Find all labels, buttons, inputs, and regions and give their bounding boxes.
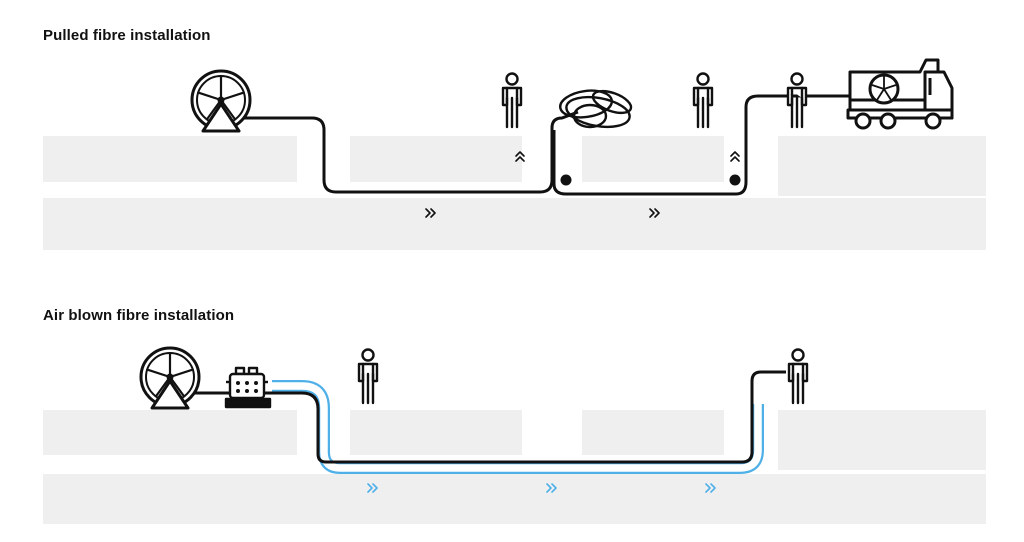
air-blown-diagram	[43, 346, 986, 524]
ground-block	[43, 410, 297, 455]
chevron-up-icon	[730, 151, 740, 162]
ground-block	[778, 136, 986, 196]
section-title-air-blown: Air blown fibre installation	[43, 307, 235, 324]
person-icon	[786, 72, 808, 129]
person-icon	[692, 72, 714, 129]
person-icon	[501, 72, 523, 129]
ground-block	[350, 136, 522, 182]
section-title-pulled: Pulled fibre installation	[43, 27, 211, 44]
ground-block	[43, 136, 297, 182]
pulley-icon	[560, 174, 572, 186]
blowing-machine-icon	[224, 366, 272, 409]
ground-block	[582, 410, 724, 455]
fibre-cable	[238, 110, 579, 194]
cable-coil-icon	[558, 89, 633, 129]
ground-block	[350, 410, 522, 455]
cable-drum-icon	[190, 69, 252, 133]
air-tube-inner	[272, 382, 762, 472]
ground-block	[778, 410, 986, 470]
person-icon	[357, 348, 379, 405]
ground-block	[582, 136, 724, 182]
person-icon	[787, 348, 809, 405]
ground-block	[43, 198, 986, 250]
fibre-cable	[552, 94, 852, 196]
pulled-diagram	[43, 58, 986, 250]
cable-drum-icon	[139, 346, 201, 410]
fibre-cable	[194, 370, 786, 464]
ground-block	[43, 474, 986, 524]
truck-with-drum-icon	[846, 58, 954, 130]
pulley-icon	[729, 174, 741, 186]
